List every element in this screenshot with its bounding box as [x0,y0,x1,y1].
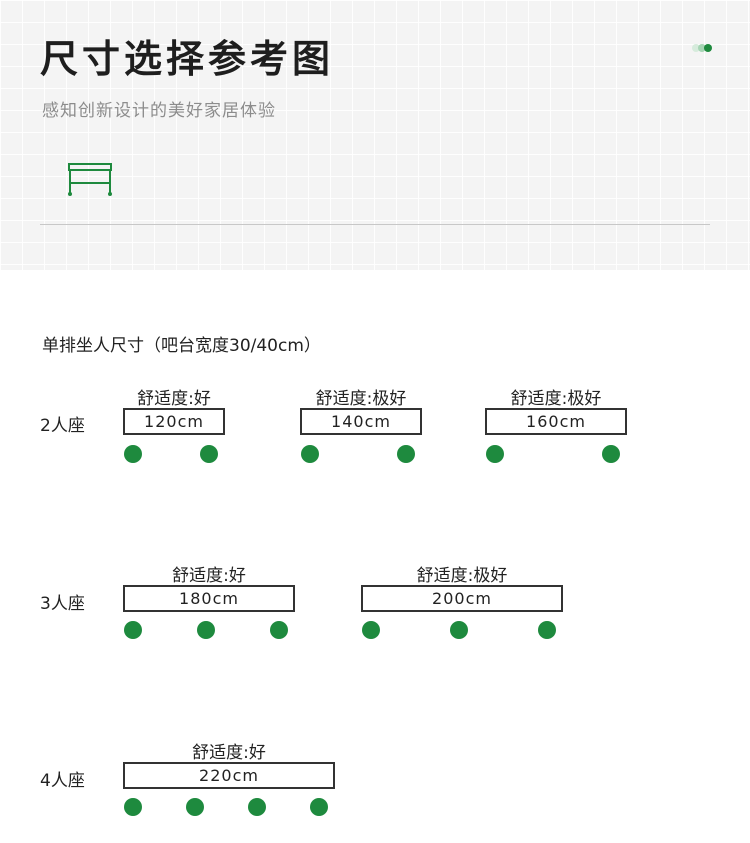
seat-dot [248,798,266,816]
seat-dot [124,445,142,463]
table-size-bar: 120cm [123,408,225,435]
seat-dot [124,621,142,639]
row-label: 3人座 [40,594,85,614]
seat-dot [486,445,504,463]
comfort-label: 舒适度:好 [172,566,246,586]
table-size-bar: 220cm [123,762,335,789]
comfort-label: 舒适度:好 [192,743,266,763]
page-subtitle: 感知创新设计的美好家居体验 [42,101,276,121]
header-divider [40,224,710,225]
header-panel: 尺寸选择参考图 感知创新设计的美好家居体验 [0,0,750,270]
seat-dot [310,798,328,816]
seat-dot [124,798,142,816]
seat-dot [186,798,204,816]
bar-table-icon [68,163,112,196]
seat-dot [200,445,218,463]
comfort-label: 舒适度:极好 [510,389,602,409]
section-title: 单排坐人尺寸（吧台宽度30/40cm） [42,336,321,356]
seat-dot [397,445,415,463]
comfort-label: 舒适度:极好 [416,566,508,586]
comfort-label: 舒适度:极好 [315,389,407,409]
seat-dot [270,621,288,639]
seat-dot [602,445,620,463]
seat-dot [450,621,468,639]
seat-dot [301,445,319,463]
dots-decoration-icon [690,43,714,53]
table-size-bar: 180cm [123,585,295,612]
table-size-bar: 140cm [300,408,422,435]
seat-dot [538,621,556,639]
row-label: 4人座 [40,771,85,791]
page-title: 尺寸选择参考图 [40,37,335,81]
table-size-bar: 160cm [485,408,627,435]
seat-dot [362,621,380,639]
comfort-label: 舒适度:好 [137,389,211,409]
row-label: 2人座 [40,416,85,436]
table-size-bar: 200cm [361,585,563,612]
seat-dot [197,621,215,639]
